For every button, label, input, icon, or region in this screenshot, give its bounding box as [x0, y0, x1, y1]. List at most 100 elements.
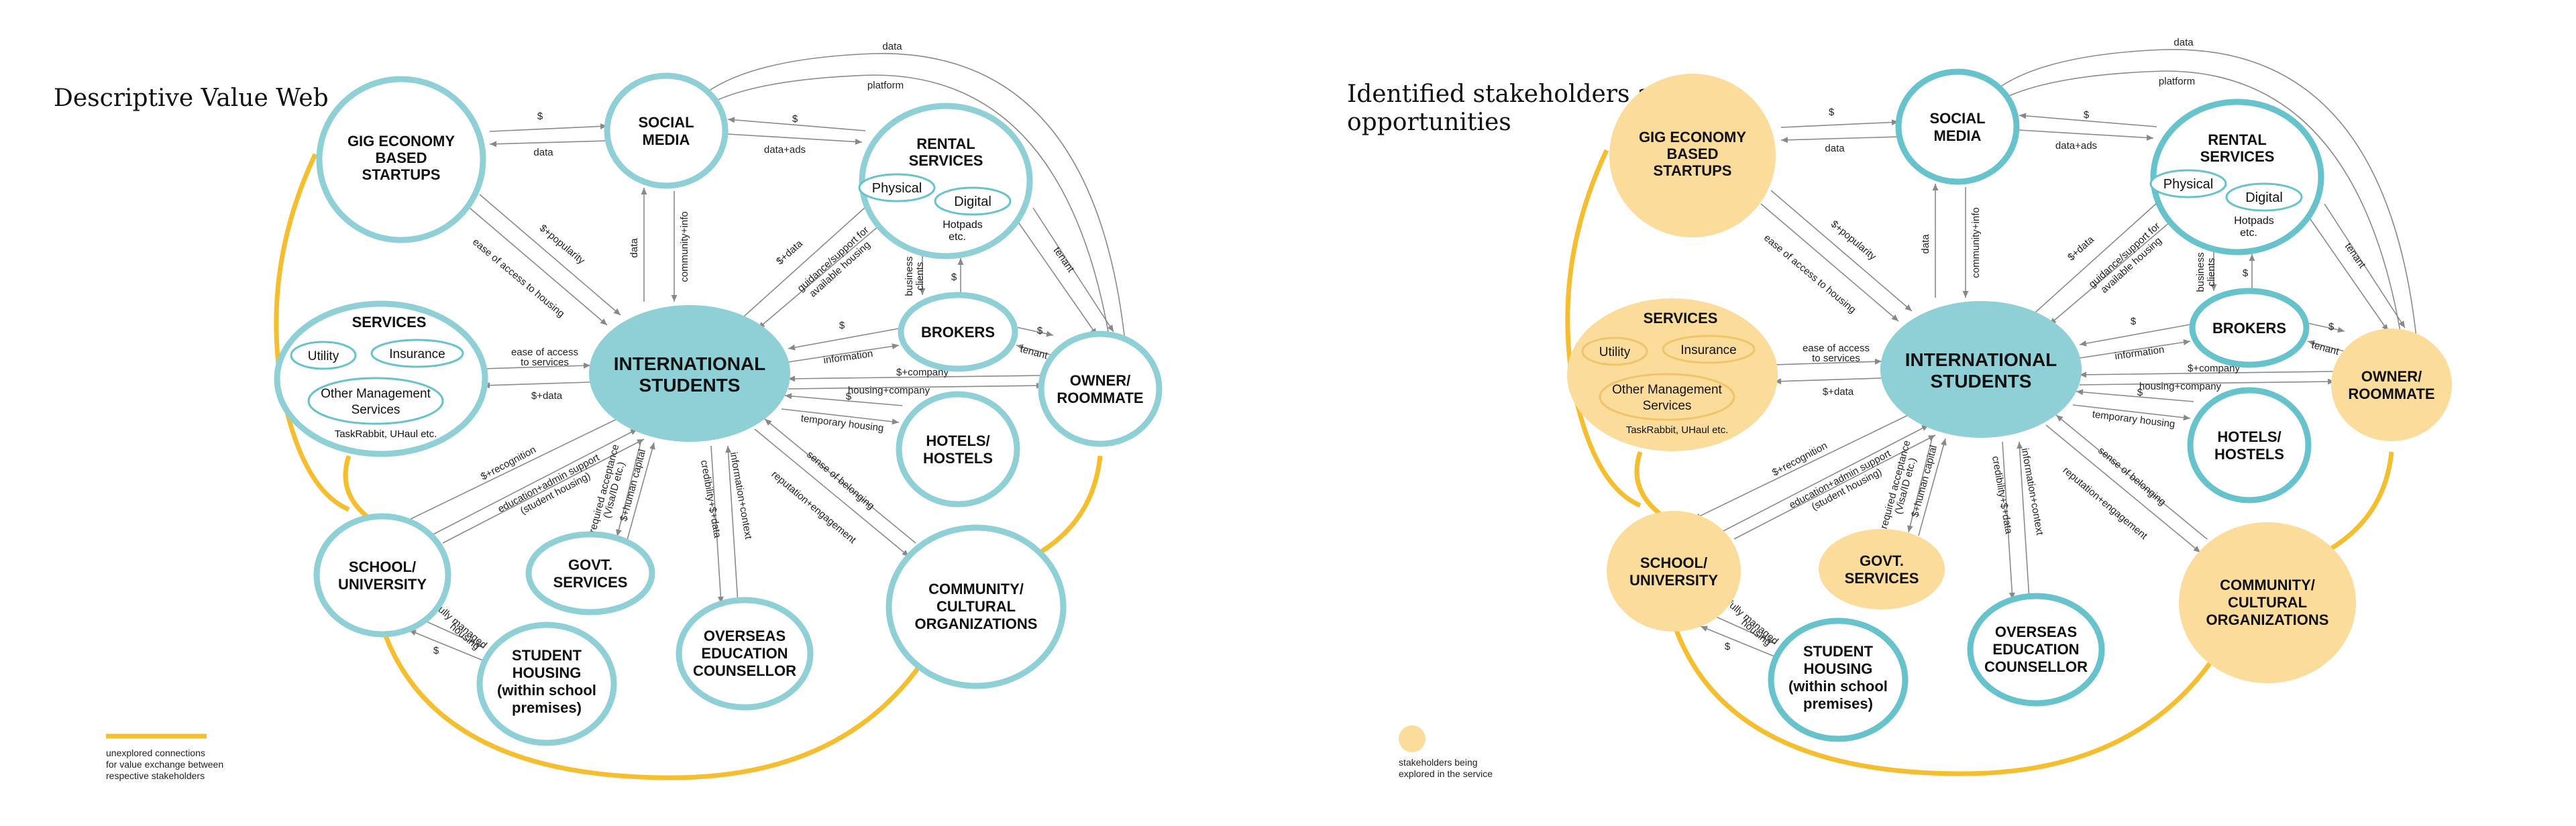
flow-gig-intl-1	[479, 194, 621, 316]
edge-label-recognition: $+recognition	[479, 444, 538, 482]
services-insurance-pill[interactable]: Insurance	[370, 339, 464, 368]
node-govt-services[interactable]: GOVT. SERVICES	[1819, 529, 1945, 609]
node-services[interactable]: SERVICES Utility Insurance Other Managem…	[1567, 298, 1778, 451]
services-utility-label: Utility	[308, 349, 339, 363]
unexplored-link-community-owner	[1032, 455, 1103, 559]
node-school-university[interactable]: SCHOOL/ UNIVERSITY	[313, 513, 451, 638]
node-label-line: MEDIA	[1934, 127, 1982, 144]
left-legend: unexplored connections for value exchang…	[106, 733, 223, 781]
edge-label-money: $	[792, 113, 798, 125]
edge-label-information-context: information+context	[2019, 447, 2046, 536]
node-rental-services[interactable]: RENTAL SERVICES Physical Digital Hotpads…	[858, 103, 1033, 259]
value-flow-lines	[1693, 49, 2421, 657]
edge-label-human-capital: $+human capital	[1909, 444, 1939, 518]
node-international-students[interactable]: INTERNATIONAL STUDENTS	[1880, 301, 2082, 438]
node-hotels-hostels[interactable]: HOTELS/ HOSTELS	[896, 391, 1020, 508]
services-other-label: Services	[1643, 399, 1692, 413]
node-label-line: HOSTELS	[2214, 446, 2284, 463]
node-label-line: STUDENT	[1803, 643, 1873, 660]
node-community-cultural-organizations[interactable]: COMMUNITY/ CULTURAL ORGANIZATIONS	[885, 524, 1067, 689]
flow-rental-owner-1	[2304, 210, 2389, 332]
node-rental-services[interactable]: RENTAL SERVICES Physical Digital Hotpads…	[2149, 99, 2324, 255]
node-hotels-hostels[interactable]: HOTELS/ HOSTELS	[2187, 387, 2312, 504]
node-owner-roommate[interactable]: OWNER/ ROOMMATE	[1038, 331, 1163, 447]
node-social-media[interactable]: SOCIAL MEDIA	[604, 72, 729, 189]
services-other-pill[interactable]: Other Management Services	[1599, 373, 1735, 421]
node-brokers[interactable]: BROKERS	[2189, 288, 2310, 368]
node-overseas-education-counsellor[interactable]: OVERSEAS EDUCATION COUNSELLOR	[676, 597, 814, 711]
services-other-label: Other Management	[321, 387, 431, 401]
services-other-pill[interactable]: Other Management Services	[307, 377, 444, 425]
flow-owner-intl	[788, 375, 1044, 382]
services-insurance-pill[interactable]: Insurance	[1662, 335, 1756, 364]
node-label-line: ROOMMATE	[2348, 386, 2434, 402]
edge-label-money-company: $+company	[2188, 363, 2240, 374]
unexplored-link-services-school	[1634, 451, 1668, 521]
edge-label-tenant: tenant	[1051, 245, 1077, 275]
flow-social-gig-data	[1780, 136, 1899, 143]
node-label-line: BROKERS	[921, 324, 995, 341]
edge-label-tenant: tenant	[1019, 343, 1049, 361]
node-owner-roommate[interactable]: OWNER/ ROOMMATE	[2331, 329, 2452, 441]
node-label-line: ROOMMATE	[1057, 390, 1143, 406]
flow-intl-community	[2045, 424, 2201, 553]
node-label-line: GOVT.	[568, 556, 612, 573]
flow-school-housing	[1707, 612, 1775, 644]
edge-label-money-data: $+data	[531, 390, 563, 402]
edge-label-money-data: $+data	[774, 237, 805, 267]
services-utility-pill[interactable]: Utility	[290, 341, 357, 370]
node-student-housing[interactable]: STUDENT HOUSING (within school premises)	[476, 622, 617, 746]
node-overseas-education-counsellor[interactable]: OVERSEAS EDUCATION COUNSELLOR	[1967, 593, 2105, 707]
node-govt-services[interactable]: GOVT. SERVICES	[525, 531, 655, 615]
flow-data-top	[677, 53, 1130, 363]
edge-label-money-data: $+data	[1823, 386, 1854, 398]
edge-label-business-clients-2: clients	[2206, 258, 2217, 287]
flow-intl-overseas	[710, 445, 724, 604]
node-community-cultural-organizations[interactable]: COMMUNITY/ CULTURAL ORGANIZATIONS	[2179, 522, 2356, 683]
node-label-line: GIG ECONOMY	[1639, 129, 1746, 145]
flow-intl-community	[754, 428, 910, 557]
flow-hotels-intl	[784, 393, 903, 406]
edge-label-money: $	[2243, 268, 2249, 279]
flow-rental-intl	[2049, 210, 2184, 325]
node-label-line: OVERSEAS	[704, 628, 786, 644]
node-label-line: COUNSELLOR	[1984, 658, 2088, 675]
edge-label-tenant: tenant	[2343, 241, 2368, 271]
edge-label-money: $	[2328, 321, 2334, 333]
edge-label-data: data	[1825, 143, 1845, 154]
edge-label-credibility: credibility+$+data	[1990, 455, 2015, 535]
node-label-line: UNIVERSITY	[1629, 572, 1718, 589]
node-gig-economy-startups[interactable]: GIG ECONOMY BASED STARTUPS	[1609, 74, 1776, 237]
flow-community-intl	[764, 418, 916, 544]
rental-physical-pill[interactable]: Physical	[858, 173, 936, 202]
node-student-housing[interactable]: STUDENT HOUSING (within school premises)	[1768, 617, 1909, 742]
services-other-label: Services	[352, 403, 400, 417]
services-utility-pill[interactable]: Utility	[1581, 337, 1648, 366]
legend-text-line: for value exchange between	[106, 759, 223, 770]
node-label-line: INTERNATIONAL	[1905, 349, 2057, 370]
services-insurance-label: Insurance	[389, 347, 445, 361]
node-brokers[interactable]: BROKERS	[898, 292, 1018, 372]
edge-label-money: $	[2084, 109, 2090, 121]
node-label-line: GOVT.	[1860, 552, 1904, 569]
node-gig-economy-startups[interactable]: GIG ECONOMY BASED STARTUPS	[316, 76, 486, 243]
edge-label-money: $	[951, 272, 957, 283]
node-services[interactable]: SERVICES Utility Insurance Other Managem…	[274, 300, 488, 457]
edge-label-ease-services-2: to services	[521, 357, 569, 368]
edge-label-money: $	[1829, 107, 1835, 118]
node-social-media[interactable]: SOCIAL MEDIA	[1895, 68, 2020, 185]
flow-school-intl	[1720, 424, 1929, 533]
rental-digital-pill[interactable]: Digital	[934, 186, 1012, 216]
rental-digital-pill[interactable]: Digital	[2225, 182, 2303, 212]
flow-rental-owner-2	[1032, 207, 1114, 333]
node-label-line: STUDENTS	[639, 375, 741, 396]
flow-intl-govt	[1907, 438, 1933, 533]
node-school-university[interactable]: SCHOOL/ UNIVERSITY	[1607, 511, 1741, 632]
flow-social-gig-data	[489, 140, 608, 148]
services-insurance-label: Insurance	[1680, 343, 1736, 357]
rental-physical-pill[interactable]: Physical	[2149, 169, 2227, 198]
node-label-line: SERVICES	[2200, 148, 2275, 165]
edge-label-platform: platform	[2159, 76, 2195, 87]
node-international-students[interactable]: INTERNATIONAL STUDENTS	[589, 305, 790, 442]
node-label-line: SOCIAL	[638, 114, 694, 131]
